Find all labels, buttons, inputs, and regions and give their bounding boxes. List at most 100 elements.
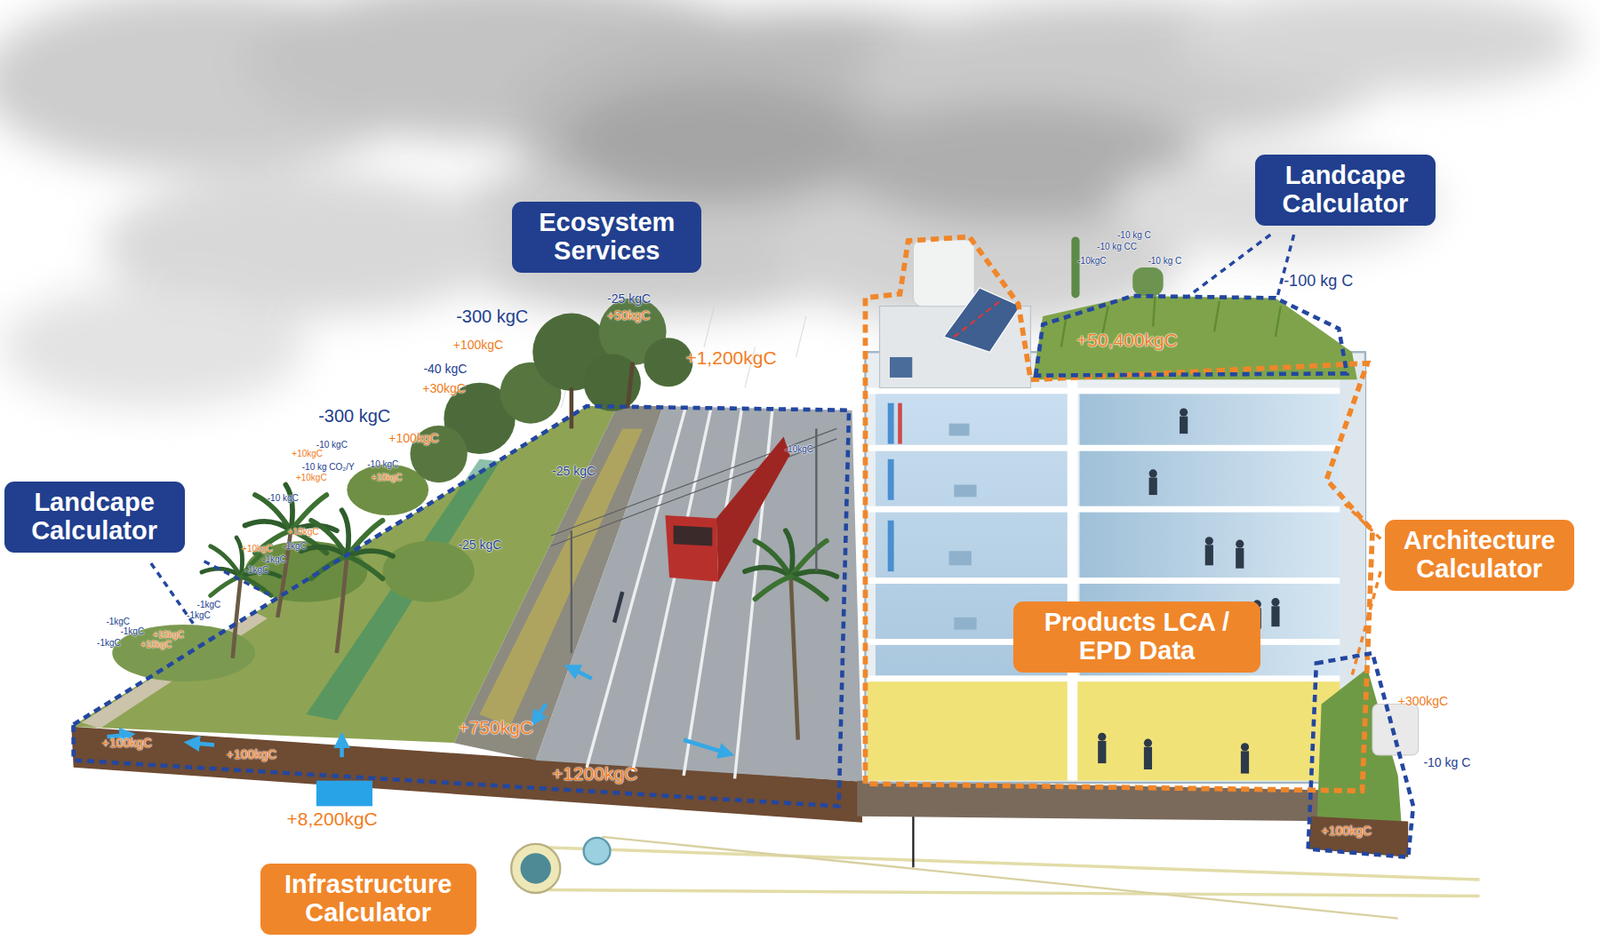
roof-boundary [1035,296,1347,376]
carbon-value: -1kgC [186,610,211,621]
carbon-value: +100kgC [453,338,504,352]
person [1271,606,1280,627]
carbon-value: -10 kg C [1423,756,1471,770]
person [1240,743,1249,752]
pedestrian [614,592,623,623]
duct [897,403,903,445]
person [1235,548,1244,569]
carbon-value: -10 kgC [267,493,299,504]
pipe [530,847,1480,880]
carbon-value: -300 kgC [318,406,391,426]
pine-trunk [569,387,575,429]
people [1097,408,1280,774]
slab [867,387,1343,394]
box-label: Ecosystem Services [524,208,689,266]
person [1149,469,1158,478]
person [1144,739,1152,748]
rail [632,407,712,772]
carbon-value: -25 kgC [552,464,596,479]
person [1205,544,1214,566]
cloud-mass [0,0,1582,408]
duct [888,403,895,445]
box-label: Infrastructure Calculator [272,871,464,928]
carbon-value: +8,200kgC [287,808,378,830]
pipe [601,837,1398,920]
carbon-value: +100kgC [102,736,152,751]
box-label: Landcape Calculator [16,488,173,546]
calculator-box: Infrastructure Calculator [260,864,477,936]
carbon-value: -10 kgC [316,440,348,450]
slab [867,506,1343,513]
person [1271,598,1280,607]
footpath [81,612,268,729]
carbon-value: -1kgC [96,638,121,648]
carbon-value: -25 kgC [607,292,651,306]
carbon-value: -300 kgC [456,306,528,327]
carbon-value: +100kgC [1321,824,1372,839]
tree-canopy [112,297,693,682]
leader-line [1352,571,1381,676]
carbon-value: +10kgC [241,544,273,554]
carbon-value: +1200kgC [552,763,638,784]
palm-trunk [232,576,241,659]
carbon-value: -10 kg CO₂/Y [302,462,355,472]
flow-arrow [536,704,546,720]
carbon-value: +100kgC [226,748,277,762]
grass [1214,301,1220,332]
side-landscape-boundary [1308,653,1414,858]
leader-lines [151,234,1381,676]
box-label: Architecture Calculator [1397,527,1562,584]
calculator-box: Architecture Calculator [1384,520,1575,592]
carbon-value: -1kgC [262,554,287,565]
flow-arrow [339,740,344,759]
cloud [0,286,306,409]
carbon-value: +10kgC [140,640,172,650]
desk [953,617,976,631]
duct [888,520,895,572]
palm-crown [744,530,837,600]
flow-arrow [571,668,592,679]
carbon-value: -10kgC [784,444,814,455]
foliage [346,464,429,516]
person [1179,408,1188,416]
palm-crown [301,510,393,579]
side-soil [1308,816,1409,858]
leader-line [1344,504,1381,539]
carbon-value: +100kgC [388,432,439,446]
person [1179,416,1188,435]
shrub [1132,267,1163,296]
carbon-value: -1kgC [120,626,144,637]
carbon-value: -1kgC [197,600,222,610]
carbon-value: -10kgC [1077,256,1106,266]
carbon-value: -10 kg CC [1096,241,1137,252]
calculator-box: Landcape Calculator [1255,154,1436,226]
carbon-value: -25 kgC [457,538,502,552]
carbon-value: +50kgC [607,309,651,323]
catenary [551,428,837,654]
train-side [716,437,791,583]
person [1144,747,1152,770]
drain [912,816,914,868]
cloud [560,81,867,205]
building-boundary [864,236,1373,792]
rain-streak [704,306,714,348]
carbon-value: -1kgC [105,616,130,627]
carbon-value: +10kgC [288,527,320,537]
person [1149,478,1158,496]
palm-crown [201,537,280,596]
person [1235,540,1244,549]
palm-trunk [791,576,799,741]
cloud [1112,152,1439,256]
person [1097,733,1106,742]
pine-trunk [627,362,633,409]
flow-arrow [192,743,215,745]
carbon-value: +50,400kgC [1076,329,1178,351]
pole [570,530,573,654]
palm-trunk [336,556,347,654]
carbon-value: +10kgC [296,472,328,483]
carbon-value: -40 kgC [423,362,467,376]
solar-panel [944,288,1021,352]
grass [1275,306,1281,337]
palm-crown [245,485,337,554]
